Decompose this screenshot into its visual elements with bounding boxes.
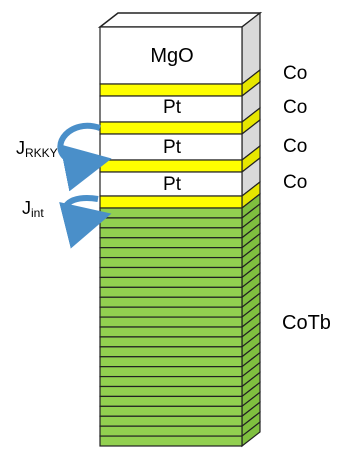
co-layer-4 bbox=[99, 195, 243, 209]
co-layer-2 bbox=[99, 121, 243, 135]
cotb-layer-11 bbox=[99, 306, 243, 318]
cotb-layer-17 bbox=[99, 366, 243, 378]
cotb-layer-9 bbox=[99, 286, 243, 298]
cotb-layer-19 bbox=[99, 385, 243, 398]
cotb-layer-12 bbox=[99, 316, 243, 328]
co-label-1: Co bbox=[283, 63, 307, 84]
cotb-layer-23 bbox=[99, 425, 243, 437]
int-main: J bbox=[22, 198, 31, 218]
stack-top-face bbox=[97, 12, 263, 28]
cotb-layer-18 bbox=[99, 375, 243, 388]
pt-layer-3 bbox=[99, 171, 243, 197]
cotb-layer-3 bbox=[99, 227, 243, 239]
cotb-layer-21 bbox=[99, 405, 243, 417]
cotb-layer-7 bbox=[99, 266, 243, 279]
co-label-2: Co bbox=[283, 97, 307, 118]
cotb-layer-20 bbox=[99, 395, 243, 407]
rkky-label: JRKKY bbox=[16, 138, 58, 160]
stack bbox=[97, 11, 263, 448]
pt-label-2: Pt bbox=[163, 137, 182, 158]
co-label-4: Co bbox=[283, 172, 307, 193]
cotb-layer-6 bbox=[99, 256, 243, 269]
cotb-layer-2 bbox=[99, 217, 243, 229]
cotb-layer-1 bbox=[99, 207, 243, 219]
cotb-layer-14 bbox=[99, 336, 243, 348]
rkky-arrow bbox=[57, 123, 112, 192]
pt-label-1: Pt bbox=[163, 97, 182, 118]
cotb-layer-22 bbox=[99, 415, 243, 427]
int-arrow bbox=[59, 194, 112, 249]
co-layer-1 bbox=[99, 83, 243, 97]
rkky-sub: RKKY bbox=[25, 146, 58, 160]
cotb-label: CoTb bbox=[282, 312, 331, 334]
cotb-layer-16 bbox=[99, 356, 243, 368]
pt-label-3: Pt bbox=[163, 174, 182, 195]
cotb-layer-5 bbox=[99, 247, 243, 259]
cotb-layer-4 bbox=[99, 237, 243, 249]
int-label: Jint bbox=[22, 198, 44, 220]
cotb-layer-15 bbox=[99, 346, 243, 358]
mgo-layer bbox=[99, 26, 243, 85]
pt-layer-2 bbox=[99, 133, 243, 161]
cotb-layer-24 bbox=[99, 435, 243, 447]
mgo-label: MgO bbox=[150, 45, 193, 67]
cotb-layer-10 bbox=[99, 296, 243, 308]
cotb-layer-8 bbox=[99, 276, 243, 288]
rkky-main: J bbox=[16, 138, 25, 158]
co-layer-3 bbox=[99, 159, 243, 173]
co-label-3: Co bbox=[283, 136, 307, 157]
pt-layer-1 bbox=[99, 95, 243, 123]
cotb-layer-13 bbox=[99, 326, 243, 338]
int-sub: int bbox=[31, 206, 44, 220]
